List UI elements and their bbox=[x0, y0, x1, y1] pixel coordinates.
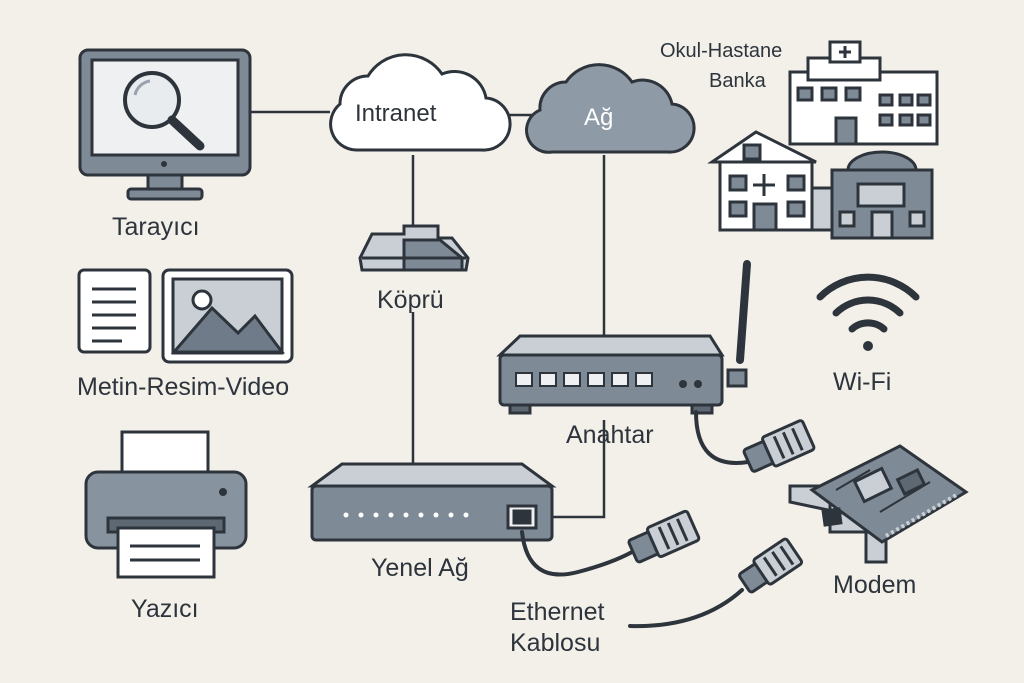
browser-label: Tarayıcı bbox=[112, 213, 200, 241]
bridge-device-icon bbox=[358, 224, 470, 272]
intranet-label: Intranet bbox=[355, 100, 437, 127]
network-switch-icon bbox=[496, 260, 751, 415]
wifi-label: Wi-Fi bbox=[833, 368, 892, 396]
network-cloud-icon bbox=[525, 63, 696, 154]
ethernet-label-line2: Kablosu bbox=[510, 629, 601, 657]
text-document-icon bbox=[77, 268, 152, 354]
intranet-cloud-icon bbox=[329, 53, 512, 152]
institutions-label-line2: Banka bbox=[709, 70, 766, 92]
network-card-icon bbox=[788, 444, 969, 564]
printer-label: Yazıcı bbox=[131, 595, 199, 623]
magnifier-icon bbox=[123, 71, 205, 151]
ethernet-cable-icon bbox=[520, 410, 750, 629]
line-switch-hub bbox=[548, 420, 606, 519]
modem-label: Modem bbox=[833, 571, 917, 599]
rj45-connector-icon bbox=[627, 419, 816, 594]
media-label: Metin-Resim-Video bbox=[77, 373, 290, 401]
network-hub-icon bbox=[307, 462, 557, 542]
buildings-icon bbox=[707, 40, 939, 240]
image-picture-icon bbox=[161, 268, 294, 364]
wifi-signal-icon bbox=[816, 273, 920, 351]
printer-icon bbox=[84, 430, 248, 579]
general-network-label: Yenel Ağ bbox=[371, 554, 469, 582]
institutions-label-line1: Okul-Hastane bbox=[660, 40, 783, 62]
ethernet-label-line1: Ethernet bbox=[510, 598, 605, 626]
bridge-label: Köprü bbox=[377, 286, 444, 314]
network-label: Ağ bbox=[584, 104, 614, 131]
switch-label: Anahtar bbox=[566, 421, 654, 449]
